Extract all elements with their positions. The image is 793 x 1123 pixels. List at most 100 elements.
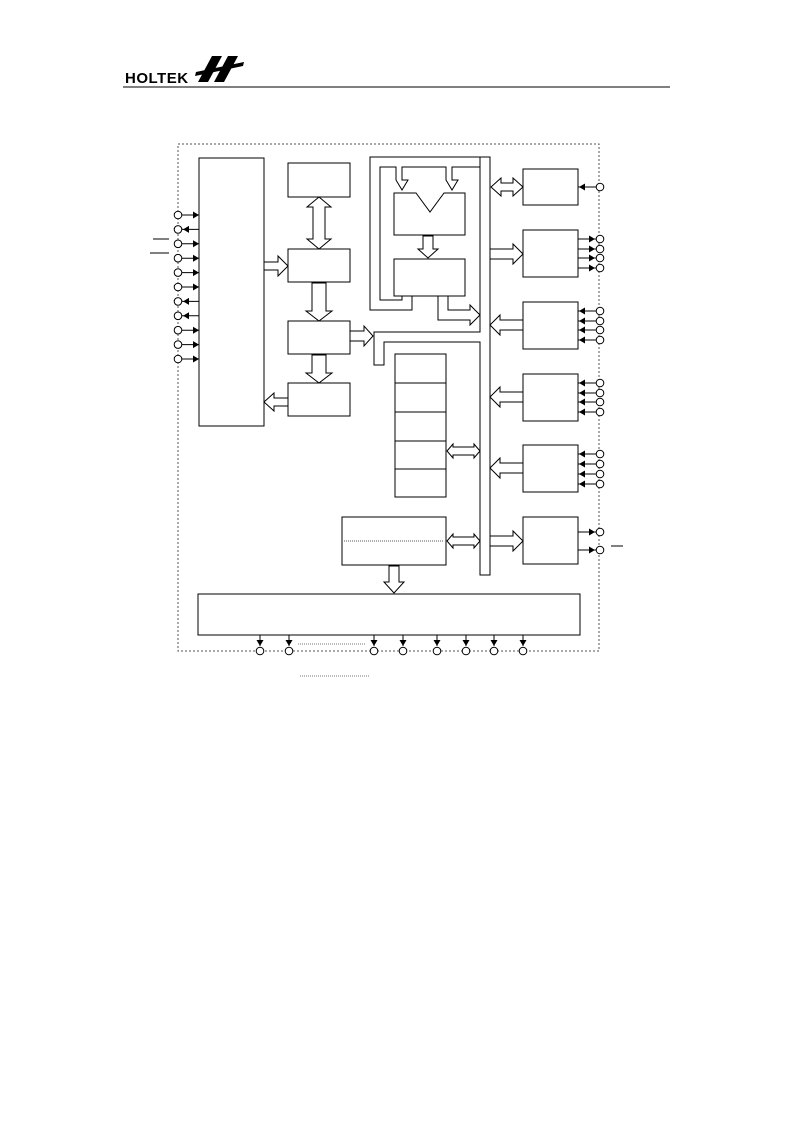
- lcd-driver-arrow: [382, 565, 406, 594]
- pin-arrowhead: [579, 336, 585, 344]
- pin-arrowhead: [193, 326, 199, 334]
- pin-pad: [173, 268, 183, 277]
- pin-pad: [595, 469, 605, 479]
- pin-arrowhead: [490, 640, 498, 646]
- timing-port-arrow: [263, 391, 289, 413]
- holtek-logo-icon: [195, 56, 244, 82]
- shifter-block: [393, 258, 466, 297]
- pin-arrowhead: [589, 245, 595, 253]
- pin-pad: [173, 210, 183, 220]
- pin-pad: [595, 263, 605, 273]
- ir-decoder-arrow: [304, 282, 334, 322]
- instruction-decoder-block: [287, 320, 351, 355]
- pin-pad: [595, 325, 605, 335]
- pin-arrowhead: [399, 640, 407, 646]
- pin-arrowhead: [193, 211, 199, 219]
- pin-arrowhead: [589, 528, 595, 536]
- peripheral-block-4: [522, 373, 579, 422]
- pin-arrowhead: [193, 254, 199, 262]
- pin-pad: [595, 306, 605, 316]
- pin-arrowhead: [579, 389, 585, 397]
- pin-pad: [255, 646, 265, 656]
- bottom-pin: [432, 635, 442, 656]
- pin-arrowhead: [193, 240, 199, 248]
- pin-arrowhead: [183, 312, 189, 320]
- left-pin: [173, 325, 199, 335]
- pin-arrowhead: [579, 183, 585, 191]
- peripheral-block-5: [522, 444, 579, 493]
- left-pin: [173, 239, 199, 249]
- pin-pad: [595, 545, 605, 555]
- ram-bus-double-arrow: [446, 442, 481, 460]
- bottom-pin: [284, 635, 294, 656]
- pin-arrowhead: [579, 398, 585, 406]
- decoder-timing-arrow: [304, 354, 334, 384]
- io-port-block-left: [198, 157, 265, 427]
- pin-pad: [595, 479, 605, 489]
- left-pin: [173, 311, 199, 321]
- bottom-pin-group: [255, 635, 528, 656]
- lcd-bus-double-arrow: [446, 532, 481, 550]
- right-pin-group-1: [578, 182, 605, 192]
- pin-pad: [595, 253, 605, 263]
- alu-block: [393, 192, 466, 236]
- shifter-bus-arrow: [437, 295, 481, 327]
- pin-arrowhead: [193, 341, 199, 349]
- main-data-bus: [373, 156, 491, 576]
- pin-pad: [398, 646, 408, 656]
- pin-arrowhead: [579, 317, 585, 325]
- left-pin: [173, 210, 199, 220]
- pin-arrowhead: [370, 640, 378, 646]
- pin-arrowhead: [183, 297, 189, 305]
- bus-peripheral-1-double-arrow: [490, 176, 524, 198]
- left-pin: [173, 253, 199, 263]
- pin-pad: [173, 325, 183, 335]
- pin-pad: [284, 646, 294, 656]
- pin-arrowhead: [589, 264, 595, 272]
- pin-arrowhead: [579, 326, 585, 334]
- pin-pad: [173, 253, 183, 263]
- pin-pad: [173, 340, 183, 349]
- pin-pad: [595, 378, 605, 388]
- pin-arrowhead: [285, 640, 293, 646]
- pin-pad: [595, 316, 605, 326]
- pin-pad: [595, 335, 605, 345]
- lcd-driver-block: [197, 593, 581, 636]
- pin-arrowhead: [256, 640, 264, 646]
- left-pin: [173, 297, 199, 306]
- pin-arrowhead: [462, 640, 470, 646]
- alu-shifter-arrow: [416, 235, 440, 259]
- pin-pad: [518, 646, 528, 656]
- pin-pad: [173, 297, 183, 306]
- right-pin-group-4: [578, 378, 605, 417]
- peripheral-5-bus-arrow: [489, 456, 524, 480]
- right-pin-group: [578, 182, 605, 555]
- left-pin: [173, 340, 199, 349]
- program-rom-block: [287, 162, 351, 198]
- pin-pad: [489, 646, 499, 656]
- bottom-pin: [398, 635, 408, 656]
- left-pin: [173, 225, 199, 234]
- right-pin-group-6: [578, 527, 605, 555]
- pin-arrowhead: [193, 283, 199, 291]
- peripheral-block-6: [522, 516, 579, 565]
- right-pin-group-2: [578, 234, 605, 273]
- peripheral-block-1: [522, 168, 579, 206]
- pin-arrowhead: [579, 480, 585, 488]
- pin-pad: [595, 527, 605, 537]
- rom-ir-bus-arrow: [305, 196, 333, 250]
- bus-peripheral-2-arrow: [489, 242, 524, 266]
- bottom-pin: [518, 635, 528, 656]
- pin-pad: [369, 646, 379, 656]
- pin-arrowhead: [579, 408, 585, 416]
- bottom-pin: [369, 635, 379, 656]
- instruction-register-block: [287, 248, 351, 283]
- data-ram-stack: [394, 353, 447, 498]
- left-pin: [173, 354, 199, 364]
- peripheral-3-bus-arrow: [489, 313, 524, 337]
- pin-pad: [173, 239, 183, 249]
- holtek-logo-text: HOLTEK: [125, 70, 189, 87]
- pin-pad: [595, 234, 605, 244]
- pin-pad: [595, 388, 605, 398]
